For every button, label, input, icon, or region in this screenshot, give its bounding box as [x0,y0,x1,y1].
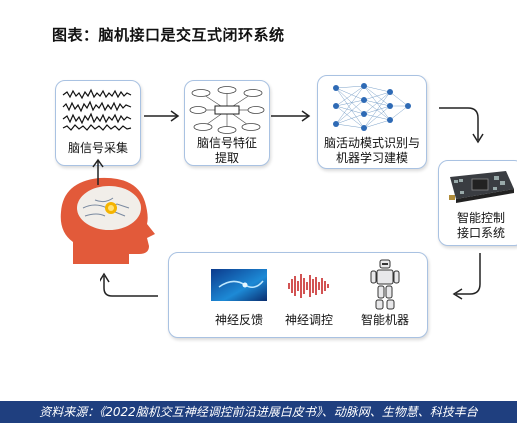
neuromodulation-icon [288,274,329,298]
arrow-3-icon [439,107,484,144]
output-label-intelligent-machine: 智能机器 [360,313,409,327]
circuit-board-icon [449,171,514,203]
feature-mindmap-icon [189,86,265,134]
feature-extraction-box: 脑信号特征 提取 [184,80,270,166]
figure-title: 图表：脑机接口是交互式闭环系统 [52,26,285,44]
arrow-2-icon [271,110,311,122]
step-label-pattern-recognition: 脑活动模式识别与 机器学习建模 [323,136,420,165]
output-devices-box: 神经反馈 神经调控 智能机器 [168,252,428,338]
output-label-neuromodulation: 神经调控 [284,313,333,327]
arrow-1-icon [144,110,180,122]
neural-feedback-icon [211,269,267,301]
eeg-waves-icon [62,88,132,131]
neural-network-icon [333,83,411,131]
step-label-signal-acquisition: 脑信号采集 [67,141,128,155]
control-interface-box: 智能控制 接口系统 [438,160,517,246]
step-label-feature-extraction: 脑信号特征 提取 [196,136,257,165]
pattern-recognition-box: 脑活动模式识别与 机器学习建模 [317,75,427,169]
robot-icon [370,259,400,310]
arrow-6-icon [92,158,104,185]
source-footer: 资料来源：《2022脑机交互神经调控前沿进展白皮书》、动脉网、生物慧、科技丰台 [0,401,517,423]
arrow-5-icon [100,272,158,297]
signal-acquisition-box: 脑信号采集 [55,80,141,166]
brain-head-icon [60,177,155,264]
step-label-control-interface: 智能控制 接口系统 [456,211,505,240]
output-label-neural-feedback: 神经反馈 [214,313,263,327]
arrow-4-icon [452,253,481,300]
